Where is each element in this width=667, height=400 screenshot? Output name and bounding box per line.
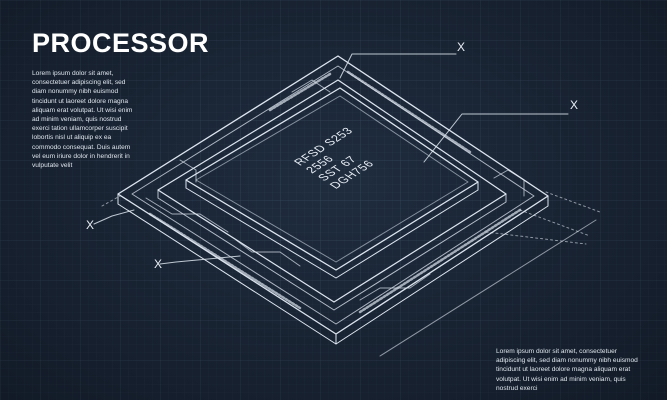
- trace-bottom-2: [359, 273, 431, 301]
- callout-marker-right: X: [570, 98, 579, 112]
- chip-label: RFSD S253 2556 SST 67 DGH756: [292, 126, 377, 191]
- substrate-edge-right: [335, 195, 549, 345]
- pad-row-sw: [148, 212, 302, 310]
- page-title: PROCESSOR: [32, 28, 210, 58]
- substrate-edge-left: [117, 193, 337, 345]
- spreader-top-edge: [185, 179, 479, 279]
- trace-left-1: [145, 197, 229, 233]
- trace-bottom-1: [235, 239, 301, 267]
- callout-marker-left: X: [86, 218, 95, 232]
- spreader-base-edge: [157, 189, 507, 311]
- trace-left-2: [179, 159, 197, 183]
- dimension-line-4: [101, 195, 121, 207]
- dimension-line-2: [545, 191, 601, 213]
- substrate-top: [117, 55, 549, 335]
- substrate-inner-rim: [131, 65, 535, 325]
- callout-line-right: [423, 113, 569, 163]
- callout-line-bottom-left: [159, 255, 241, 265]
- pad-row-nw: [268, 72, 332, 112]
- pad-row-se: [358, 208, 522, 314]
- callout-line-top: [339, 53, 457, 79]
- callout-marker-bottom-left: X: [154, 257, 163, 271]
- trace-right-1: [493, 169, 525, 197]
- pad-row-ne: [346, 70, 472, 154]
- description-right: Lorem ipsum dolor sit amet, consectetuer…: [496, 348, 638, 392]
- callout-line-left: [93, 209, 135, 225]
- callout-marker-top: X: [457, 40, 466, 54]
- dimension-line-3: [379, 219, 597, 357]
- description-left: Lorem ipsum dolor sit amet, consectetuer…: [32, 70, 133, 170]
- spreader-top-inner: [195, 95, 469, 263]
- trace-top-1: [291, 79, 331, 93]
- dimension-line-5: [485, 231, 587, 245]
- dimension-line-1: [519, 209, 591, 237]
